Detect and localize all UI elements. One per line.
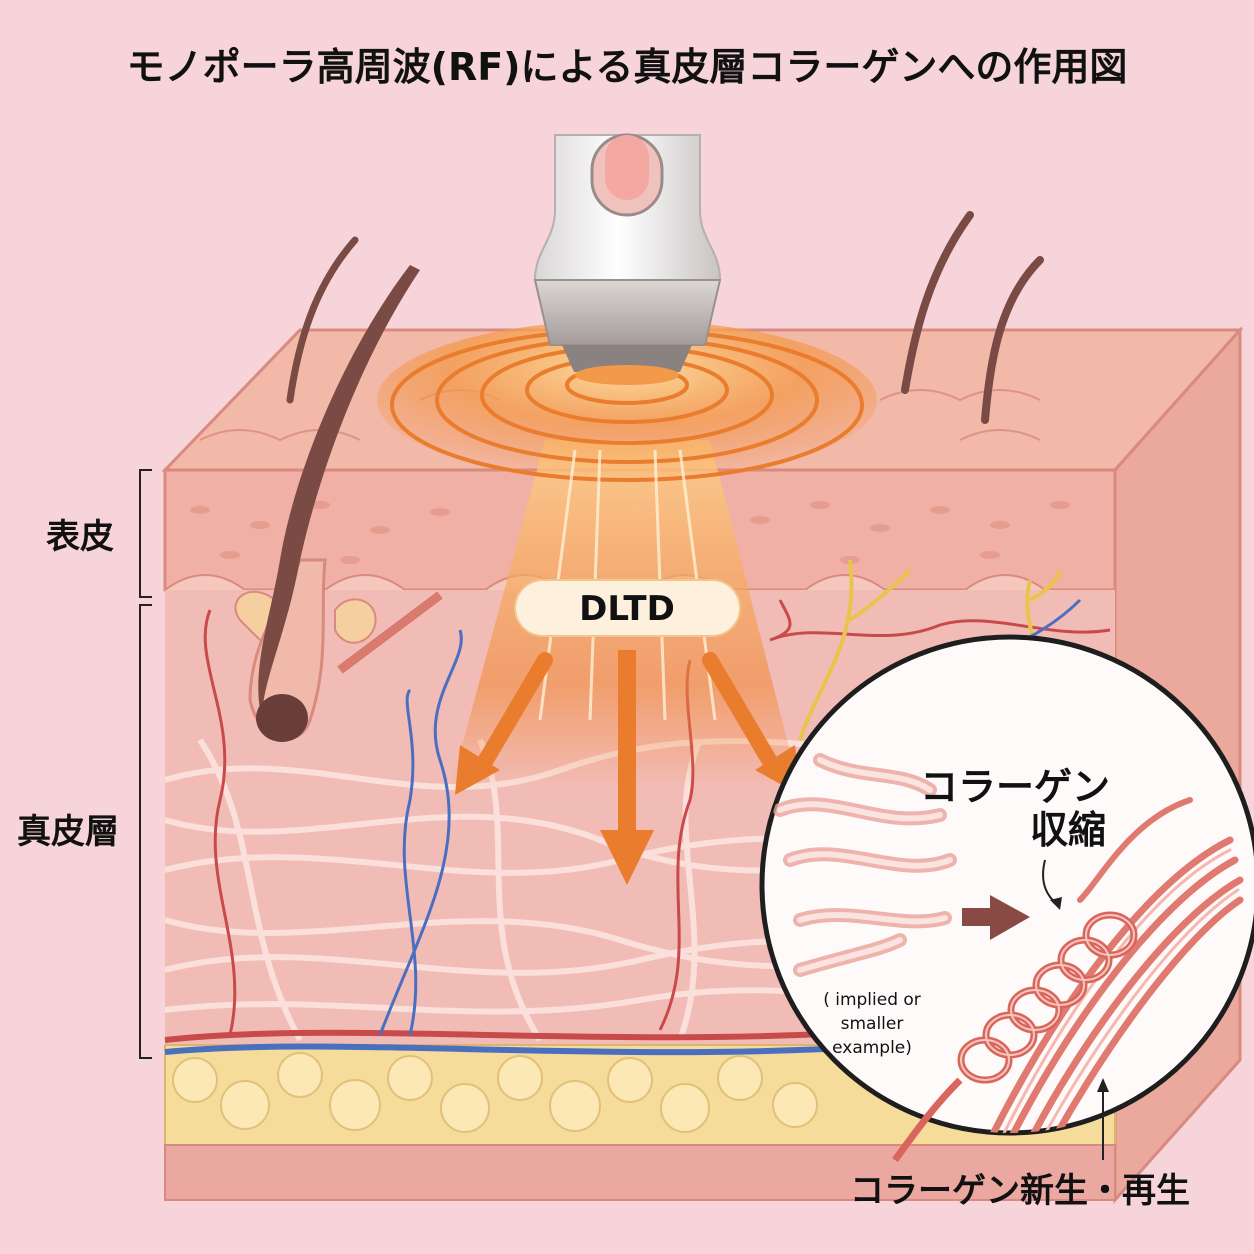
regeneration-pointer-head: [1097, 1078, 1109, 1092]
zoom-collagen: [773, 753, 1244, 1133]
collagen-contraction-label-2: 収縮: [1030, 808, 1106, 852]
artery-main: [164, 1027, 901, 1043]
contraction-pointer-head: [1050, 897, 1062, 910]
dermis-bracket: [139, 604, 152, 1059]
artery-branch-1: [203, 609, 237, 1036]
rf-glow: [377, 320, 877, 480]
hair-bulb: [256, 694, 308, 742]
artery-capillaries: [769, 599, 1111, 642]
dltd-label: DLTD: [579, 589, 675, 629]
arrow-down-center: [600, 650, 654, 885]
collagen-contraction-label-1: コラーゲン: [920, 765, 1110, 809]
nerve-fibers: [798, 559, 1062, 741]
epidermis-label: 表皮: [46, 517, 114, 557]
epidermis-bracket: [139, 469, 152, 598]
diagram-title: モノポーラ高周波(RF)による真皮層コラーゲンへの作用図: [127, 45, 1128, 89]
deep-layer: [164, 1144, 1116, 1201]
hair-strand-1: [286, 236, 359, 404]
rf-handpiece-icon: [533, 133, 722, 385]
note-line-1: ( implied or: [823, 990, 921, 1010]
arrow-down-left: [455, 652, 553, 795]
dermis-label: 真皮層: [17, 812, 119, 852]
collagen-regeneration-label: コラーゲン新生・再生: [850, 1171, 1190, 1211]
vein-branch-1: [402, 688, 418, 1036]
hair-strand-3: [981, 256, 1044, 424]
fat-cells: [172, 1052, 818, 1133]
dltd-badge: [514, 579, 741, 637]
note-line-2: smaller: [841, 1014, 904, 1034]
vein-main: [164, 1042, 901, 1056]
vein-branch-2: [378, 629, 463, 1036]
epidermis-cells: [190, 501, 1070, 564]
arrow-right-icon: [962, 895, 1030, 940]
arrector-muscle: [337, 591, 443, 674]
hair-strand-2: [901, 211, 974, 394]
collagen-coil-highlight: [960, 914, 1135, 1081]
note-line-3: example): [832, 1038, 912, 1058]
